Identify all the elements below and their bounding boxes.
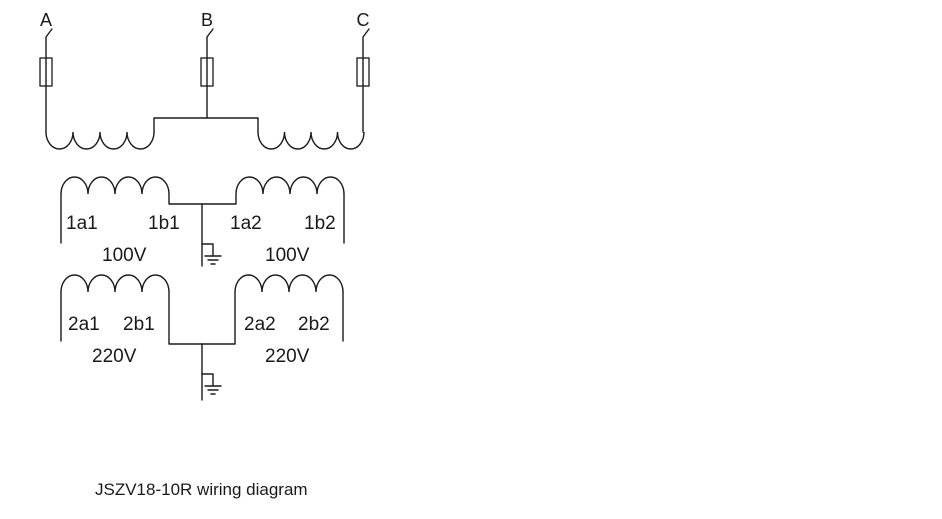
- secondary-1-neutral-bar: [168, 193, 237, 205]
- secondary-2-winding-left: [60, 274, 170, 342]
- terminal-2a1: 2a1: [68, 314, 100, 335]
- terminal-1b1: 1b1: [148, 213, 180, 234]
- primary-star-point: [153, 117, 259, 133]
- terminal-2b2: 2b2: [298, 314, 330, 335]
- voltage-220v-left: 220V: [92, 346, 137, 367]
- phase-label-a: A: [40, 10, 52, 30]
- diagram-caption: JSZV18-10R wiring diagram: [95, 480, 308, 499]
- phase-c-lead: [356, 28, 370, 133]
- terminal-1b2: 1b2: [304, 213, 336, 234]
- phase-label-c: C: [357, 10, 370, 30]
- terminal-2a2: 2a2: [244, 314, 276, 335]
- primary-winding-left: [45, 131, 155, 150]
- secondary-1-ground-icon: [201, 203, 222, 267]
- terminal-2b1: 2b1: [123, 314, 155, 335]
- secondary-2-winding-right: [234, 274, 344, 342]
- primary-winding-right: [257, 131, 365, 150]
- secondary-2-ground-icon: [201, 343, 222, 401]
- terminal-1a1: 1a1: [66, 213, 98, 234]
- phase-label-b: B: [201, 10, 213, 30]
- phase-a-lead: [39, 28, 53, 133]
- voltage-220v-right: 220V: [265, 346, 310, 367]
- secondary-1-winding-right: [235, 176, 345, 244]
- secondary-2-neutral-bar: [168, 291, 236, 345]
- voltage-100v-left: 100V: [102, 245, 147, 266]
- terminal-1a2: 1a2: [230, 213, 262, 234]
- secondary-1-winding-left: [60, 176, 170, 244]
- voltage-100v-right: 100V: [265, 245, 310, 266]
- phase-b-lead: [200, 28, 214, 119]
